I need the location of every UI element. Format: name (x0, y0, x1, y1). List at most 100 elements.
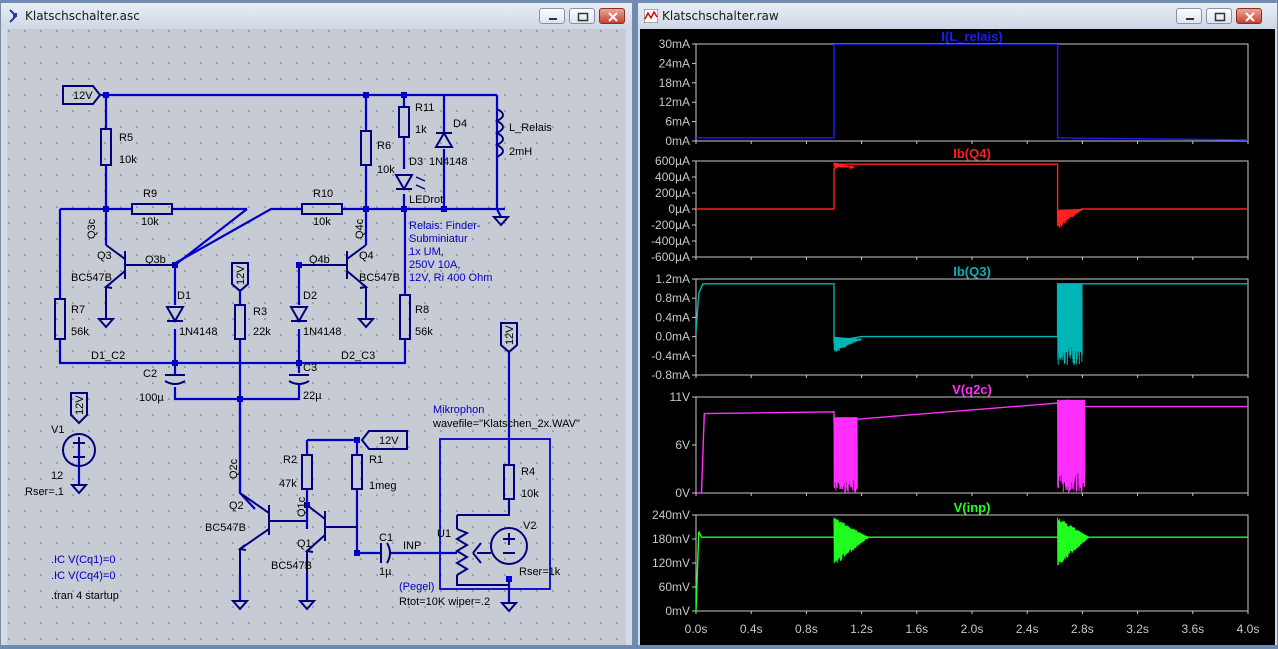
relay-value: 2mH (509, 146, 532, 158)
v2-rser: Rser=1k (519, 566, 561, 578)
r3-ref: R3 (253, 306, 267, 318)
q4-value: BC547B (359, 272, 400, 284)
schematic-wires (58, 93, 511, 603)
close-icon (608, 12, 618, 22)
v1-value: 12 (51, 470, 63, 482)
maximize-icon (1214, 12, 1226, 22)
d2-value: 1N4148 (303, 326, 342, 338)
waveform-app-icon (644, 9, 658, 23)
flag-12v-v1: 12V (74, 395, 86, 415)
d3-ref: D3 (409, 156, 423, 168)
ib-q4-ytick-label: 400µA (655, 170, 690, 184)
q4-ref: Q4 (359, 250, 374, 262)
flag-12v-main: 12V (73, 90, 93, 102)
c3-ref: C3 (303, 362, 317, 374)
x-tick-label: 3.6s (1181, 622, 1204, 636)
minimize-button[interactable] (539, 8, 565, 24)
v-inp-frame (695, 514, 1249, 612)
ib-q4-ytick-label: -200µA (651, 218, 690, 232)
schematic-diodes (165, 130, 454, 324)
ib-q4-trace (696, 163, 1248, 227)
directive-ic1[interactable]: .IC V(Cq1)=0 (51, 554, 116, 566)
schematic-sources (62, 433, 528, 565)
schematic-drawing: 12V 12V 12V 12V 12V R5 10k R9 10k R10 10… (7, 29, 626, 645)
net-q2c: Q2c (228, 458, 240, 479)
c1-ref: C1 (379, 532, 393, 544)
r1-ref: R1 (369, 454, 383, 466)
r10-ref: R10 (313, 188, 333, 200)
q1-value: BC547B (271, 560, 312, 572)
directive-ic2[interactable]: .IC V(Cq4)=0 (51, 570, 116, 582)
d1-ref: D1 (177, 290, 191, 302)
waveform-plots[interactable]: 30mA24mA18mA12mA6mA0mAI(L_relais)600µA40… (640, 29, 1275, 645)
v-inp-ytick-label: 60mV (659, 580, 690, 594)
v2-ref: V2 (523, 520, 536, 532)
close-icon (1245, 12, 1255, 22)
maximize-button[interactable] (569, 8, 595, 24)
i-relais-frame (695, 43, 1249, 142)
maximize-icon (577, 12, 589, 22)
x-tick-label: 1.6s (905, 622, 928, 636)
v-q2c-trace (696, 402, 1248, 493)
d3-value: LEDrot (409, 194, 443, 206)
mic-block (439, 438, 551, 590)
v-inp-trace (696, 531, 1248, 611)
ib-q3-burst (1057, 283, 1083, 366)
waveform-window-title: Klatschschalter.raw (662, 9, 779, 23)
ib-q3-ytick-label: 0.0mA (655, 330, 690, 344)
waveform-close-button[interactable] (1236, 8, 1262, 24)
ib-q4-panel[interactable]: 600µA400µA200µA0µA-200µA-400µA-600µAIb(Q… (651, 146, 1249, 264)
ib-q3-trace (696, 283, 1248, 343)
relay-note-line-4: 250V 10A, (409, 259, 460, 271)
schematic-canvas[interactable]: 12V 12V 12V 12V 12V R5 10k R9 10k R10 10… (7, 29, 626, 645)
ib-q3-ytick-label: 0.4mA (655, 310, 690, 324)
net-q4b: Q4b (309, 254, 330, 266)
d4-ref: D4 (453, 118, 467, 130)
ib-q4-title: Ib(Q4) (953, 146, 991, 161)
r10-value: 10k (313, 216, 331, 228)
r3-value: 22k (253, 326, 271, 338)
schematic-window[interactable]: Klatschschalter.asc (0, 2, 633, 646)
schematic-titlebar[interactable]: Klatschschalter.asc (1, 3, 632, 29)
ib-q3-ytick-label: -0.8mA (651, 368, 690, 382)
c3-value: 22µ (303, 390, 322, 402)
v-q2c-title: V(q2c) (952, 382, 992, 397)
i-relais-ytick-label: 6mA (665, 115, 690, 129)
directive-tran[interactable]: .tran 4 startup (51, 590, 119, 602)
i-relais-ytick-label: 30mA (659, 37, 690, 51)
net-inp: INP (403, 540, 421, 552)
close-button[interactable] (599, 8, 625, 24)
r2-ref: R2 (283, 454, 297, 466)
ib-q3-ytick-label: 1.2mA (655, 272, 690, 286)
net-q1c: Q1c (296, 496, 308, 517)
minimize-icon (1186, 18, 1194, 20)
v-q2c-frame (695, 396, 1249, 494)
r11-ref: R11 (415, 102, 434, 114)
net-d1-c2: D1_C2 (91, 350, 125, 362)
i-relais-ytick-label: 12mA (659, 95, 690, 109)
schematic-app-icon (9, 9, 17, 23)
net-d2-c3: D2_C3 (341, 350, 375, 362)
r8-ref: R8 (415, 304, 429, 316)
v-q2c-ytick-label: 6V (675, 438, 690, 452)
mic-title: Mikrophon (433, 404, 484, 416)
relay-note-line-3: 1x UM, (409, 246, 444, 258)
r9-ref: R9 (143, 188, 157, 200)
ib-q4-ytick-label: -400µA (651, 234, 690, 248)
q2-value: BC547B (205, 522, 246, 534)
u1-note: (Pegel) (399, 581, 434, 593)
waveform-maximize-button[interactable] (1206, 8, 1232, 24)
waveform-titlebar[interactable]: Klatschschalter.raw (638, 3, 1277, 29)
v-q2c-ytick-label: 0V (675, 486, 690, 500)
i-relais-ytick-label: 0mA (665, 134, 690, 148)
waveform-minimize-button[interactable] (1176, 8, 1202, 24)
ib-q4-ytick-label: -600µA (651, 250, 690, 264)
flag-12v-r3: 12V (235, 265, 247, 285)
power-flags (62, 85, 518, 450)
